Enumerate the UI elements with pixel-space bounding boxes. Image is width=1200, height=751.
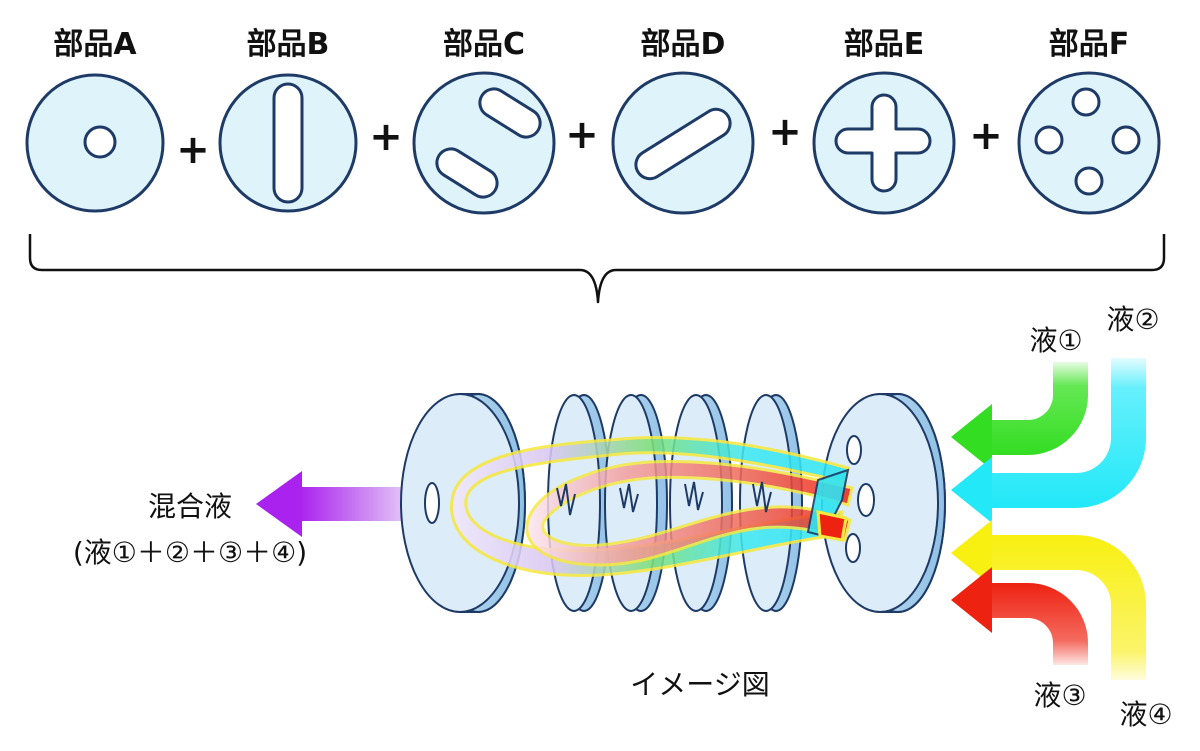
inlet-hole-2 (857, 483, 875, 517)
part-f-disk (1017, 71, 1161, 215)
part-b-label: 部品B (247, 27, 330, 62)
flow-mark-3 (684, 481, 704, 511)
output-formula: (液①＋②＋③＋④) (73, 536, 307, 569)
part-f-hole-top (1071, 87, 1101, 117)
part-f: 部品F (1017, 27, 1161, 215)
liquid-1-label: 液① (1029, 324, 1082, 357)
thin-disk-3 (669, 394, 733, 612)
plus-sign-5: + (969, 113, 1003, 159)
grouping-brace (28, 234, 1166, 304)
part-d-label: 部品D (641, 27, 726, 62)
liquid-2-arrow (951, 358, 1146, 523)
flow-mark-4 (752, 481, 772, 513)
liquid-4-label: 液④ (1119, 698, 1172, 731)
liquid-2-arrow-body (990, 358, 1146, 508)
liquid-4-arrow (951, 520, 1146, 680)
liquid-2-label: 液② (1106, 303, 1159, 336)
liquid-3-arrow-body (990, 583, 1088, 665)
thin-disk-4 (739, 394, 803, 612)
part-d-diagonal-slot (634, 107, 732, 181)
plus-sign-1: + (176, 127, 210, 173)
part-a: 部品A (25, 27, 165, 213)
part-e: 部品E (812, 27, 956, 215)
part-b: 部品B (218, 27, 358, 213)
plus-sign-3: + (565, 112, 599, 158)
output-label: 混合液 (148, 490, 232, 523)
part-f-hole-right (1111, 125, 1141, 155)
liquid-4-arrow-head (951, 520, 992, 586)
liquid-1-arrow-head (951, 404, 992, 470)
part-b-vertical-slot (272, 82, 304, 204)
part-c-slot-upper (478, 87, 542, 139)
image-caption: イメージ図 (630, 668, 769, 701)
liquid-1-arrow (951, 362, 1088, 470)
part-f-hole-left (1034, 125, 1064, 155)
liquid-2-arrow-head (951, 457, 992, 523)
mixing-flow (449, 435, 854, 577)
inlet-hole-3 (845, 533, 861, 563)
output-arrow-head (256, 471, 302, 537)
plus-sign-4: + (768, 109, 802, 155)
right-end-cylinder (821, 393, 946, 613)
part-f-hole-bottom (1074, 166, 1104, 196)
part-e-label: 部品E (844, 27, 925, 62)
liquid-4-arrow-body (990, 535, 1146, 680)
liquid-3-arrow (951, 567, 1088, 665)
part-c: 部品C (412, 27, 556, 215)
part-c-slot-lower (435, 147, 499, 199)
part-a-center-hole (83, 125, 117, 159)
inlet-ribbon-red (816, 510, 848, 542)
part-c-label: 部品C (443, 27, 525, 62)
liquid-3-label: 液③ (1033, 679, 1086, 712)
plus-sign-2: + (369, 114, 403, 160)
parts-row: 部品A + 部品B + 部品C + 部品D + 部品E (25, 27, 1161, 215)
left-cylinder-outlet (424, 482, 440, 524)
flow-mark-2 (619, 483, 639, 513)
flow-mark-1 (556, 483, 576, 516)
part-d: 部品D (611, 27, 755, 215)
part-f-label: 部品F (1049, 27, 1130, 62)
liquid-3-arrow-head (951, 567, 992, 633)
liquid-1-arrow-body (990, 362, 1088, 455)
part-e-cross-hole (834, 93, 932, 193)
inlet-hole-1 (846, 435, 862, 465)
part-a-label: 部品A (53, 27, 137, 62)
